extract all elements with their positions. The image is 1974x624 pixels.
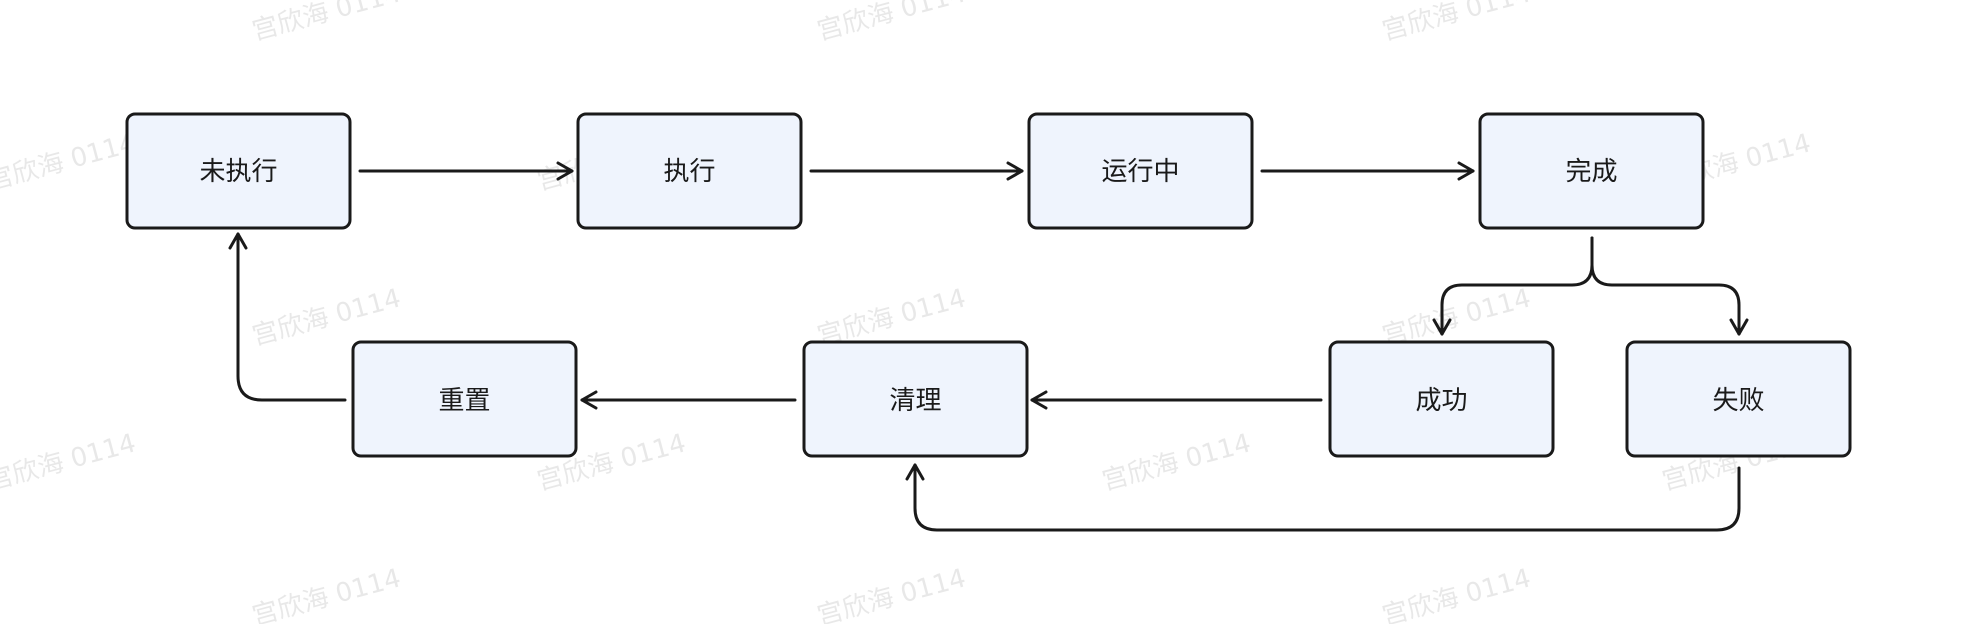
edge-failure-to-cleanup	[905, 463, 1741, 532]
node-cleanup[interactable]: 清理	[802, 340, 1029, 458]
node-not-executed[interactable]: 未执行	[125, 112, 352, 230]
node-execute[interactable]: 执行	[576, 112, 803, 230]
watermark-text: 宫欣海 0114	[1099, 428, 1254, 496]
node-label: 成功	[1415, 386, 1467, 416]
node-box	[1478, 112, 1705, 230]
node-box	[1027, 112, 1254, 230]
node-box	[802, 340, 1029, 458]
node-reset[interactable]: 重置	[351, 340, 578, 458]
watermark-text: 宫欣海 0114	[249, 563, 404, 624]
watermark-text: 宫欣海 0114	[0, 128, 139, 196]
edge-reset-to-not-executed	[228, 232, 347, 402]
nodes: 未执行 执行 运行中 完成 成功 失败 清理 重置	[125, 112, 1852, 458]
watermark-text: 宫欣海 0114	[1379, 0, 1534, 47]
node-label: 失败	[1712, 386, 1764, 416]
node-label: 完成	[1565, 157, 1617, 187]
node-label: 执行	[663, 157, 715, 187]
node-label: 重置	[438, 386, 490, 416]
node-failure[interactable]: 失败	[1625, 340, 1852, 458]
node-box	[576, 112, 803, 230]
node-label: 清理	[889, 386, 941, 416]
watermark-text: 宫欣海 0114	[0, 428, 139, 496]
node-label: 运行中	[1101, 157, 1179, 187]
node-running[interactable]: 运行中	[1027, 112, 1254, 230]
edge-complete-to-success	[1432, 236, 1594, 336]
node-box	[1625, 340, 1852, 458]
node-box	[351, 340, 578, 458]
edge-complete-to-failure	[1590, 236, 1749, 336]
watermark-text: 宫欣海 0114	[814, 563, 969, 624]
edges	[228, 161, 1749, 532]
watermark-text: 宫欣海 0114	[1379, 563, 1534, 624]
watermark-text: 宫欣海 0114	[814, 0, 969, 47]
node-box	[125, 112, 352, 230]
node-complete[interactable]: 完成	[1478, 112, 1705, 230]
node-success[interactable]: 成功	[1328, 340, 1555, 458]
watermark-text: 宫欣海 0114	[249, 0, 404, 47]
node-label: 未执行	[199, 157, 277, 187]
node-box	[1328, 340, 1555, 458]
